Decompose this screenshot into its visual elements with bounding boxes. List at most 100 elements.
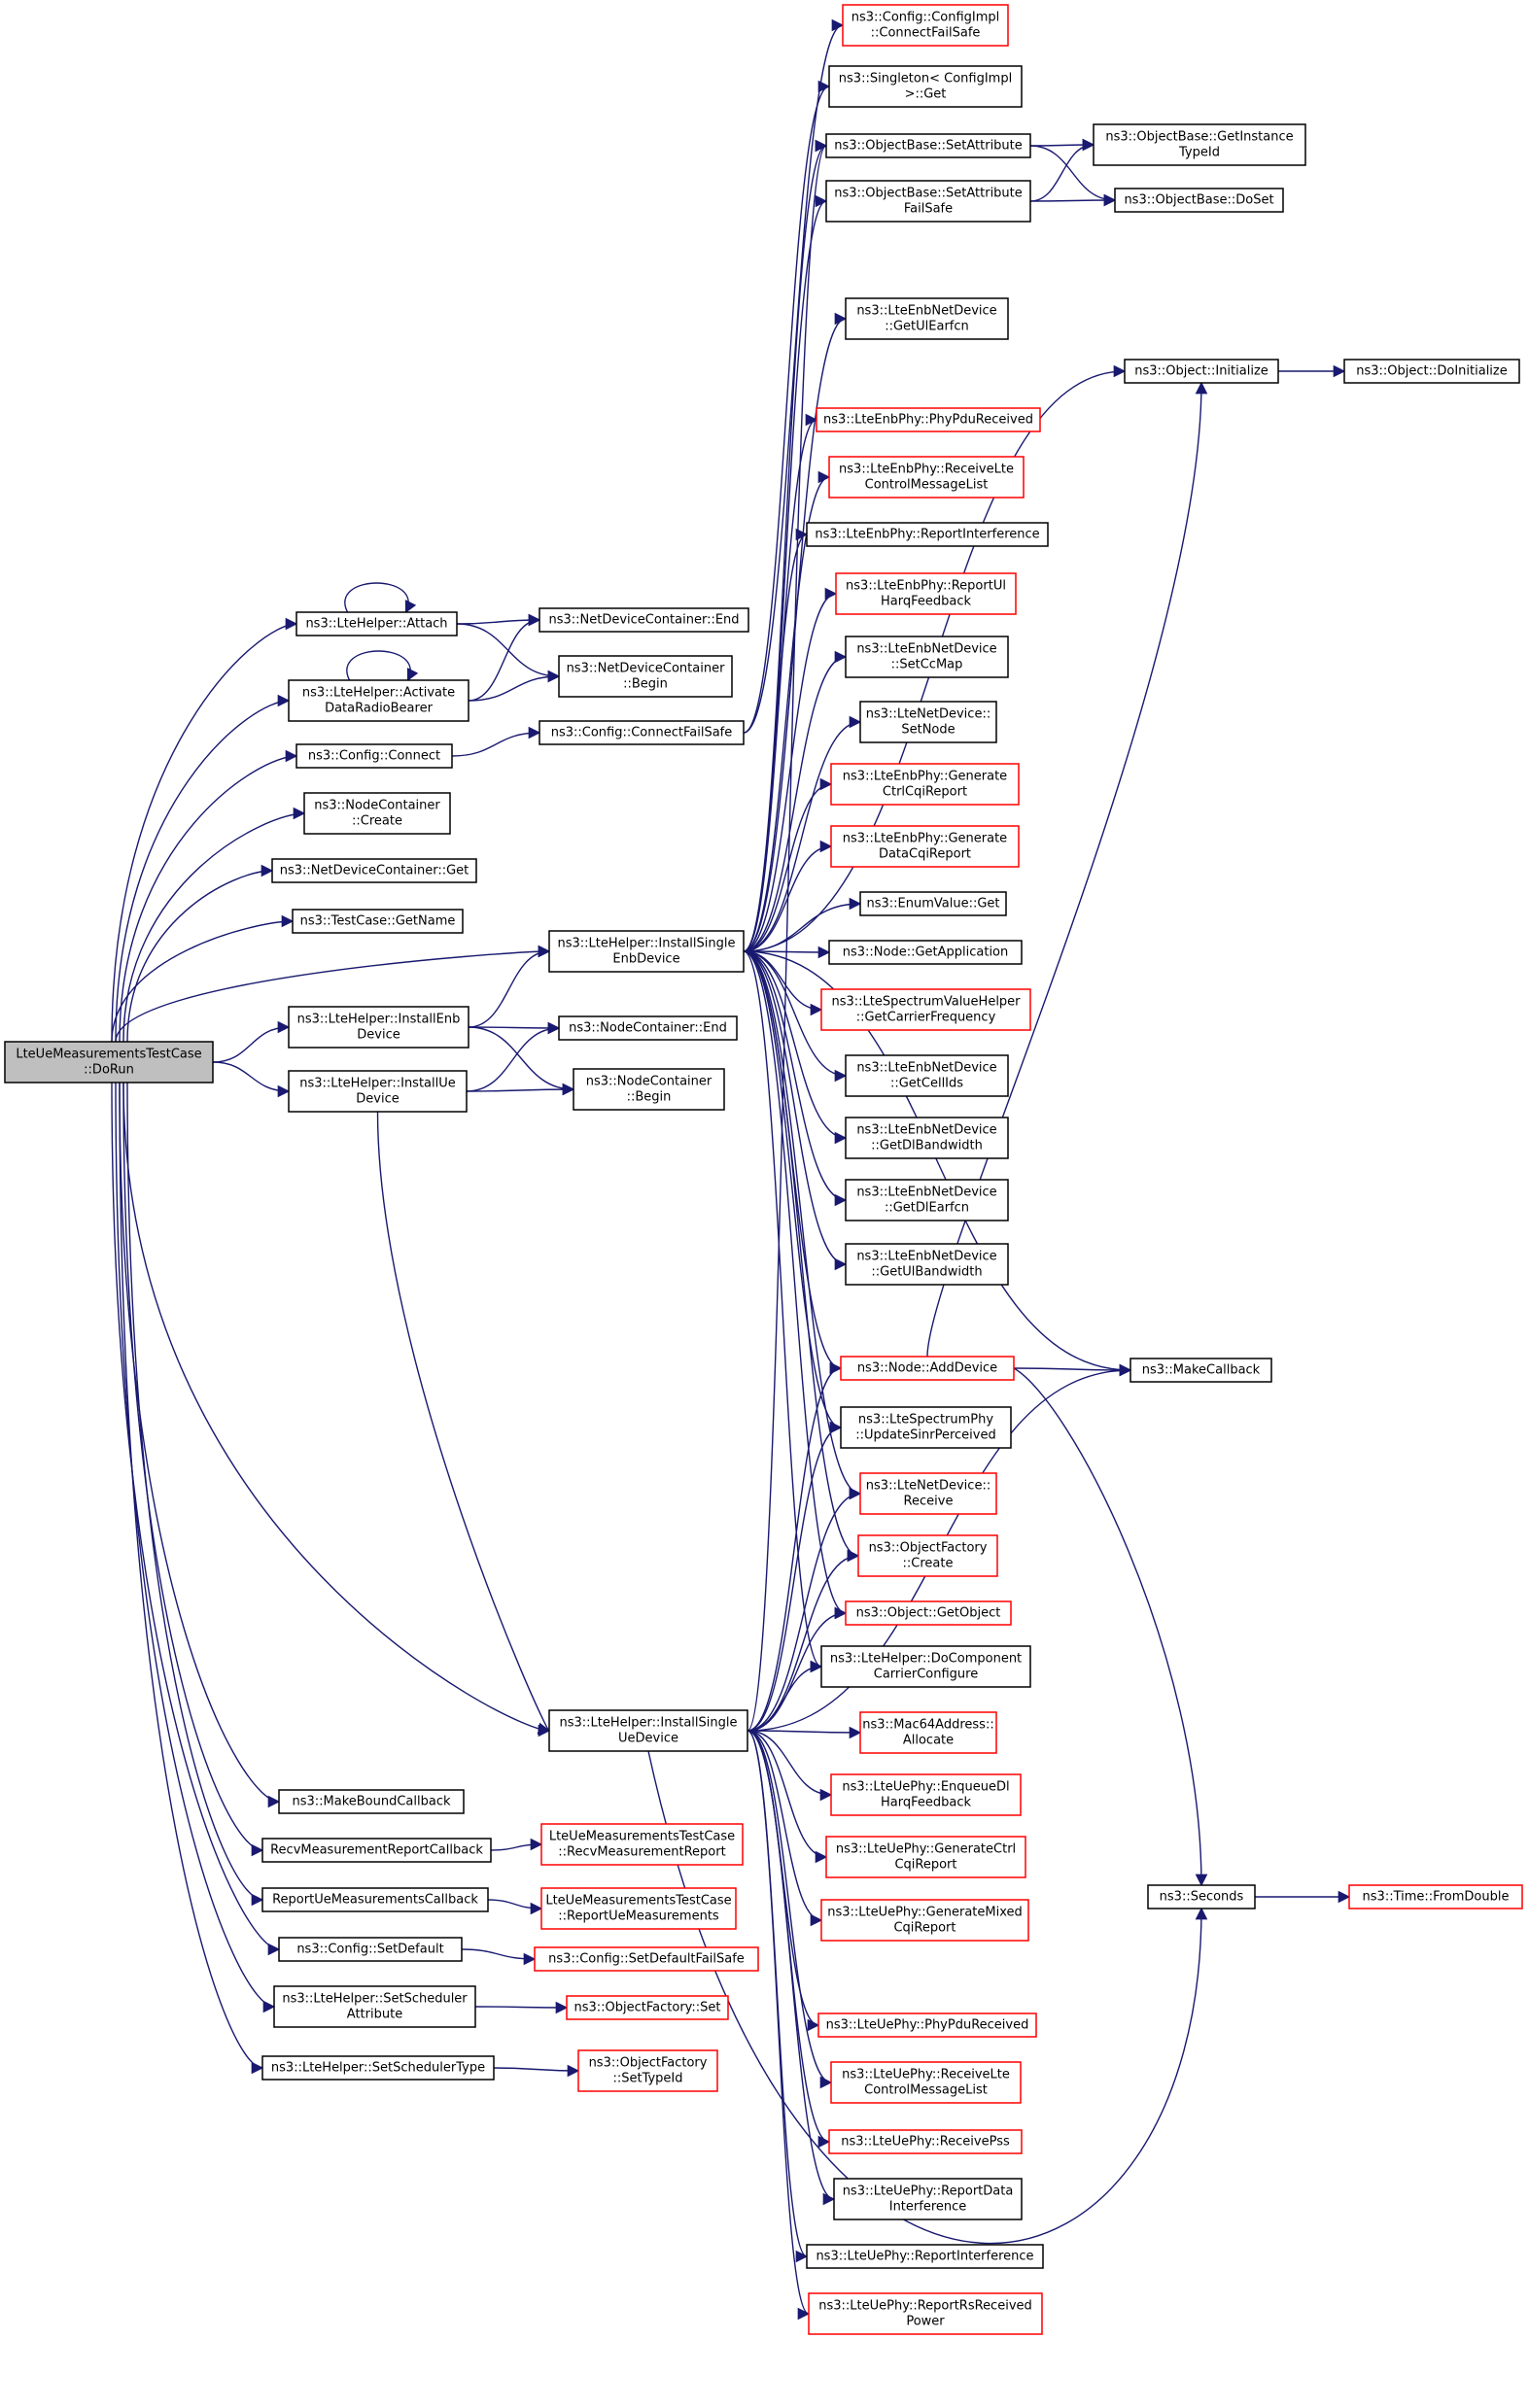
node-node-add-device[interactable]: ns3::Node::AddDevice	[840, 1356, 1015, 1381]
call-edge	[111, 914, 295, 1043]
node-enb-phy-pdu[interactable]: ns3::LteEnbPhy::PhyPduReceived	[816, 407, 1041, 432]
call-edge	[743, 950, 848, 1083]
node-report-cb[interactable]: ReportUeMeasurementsCallback	[261, 1887, 489, 1912]
call-edge	[474, 2001, 569, 2014]
node-box	[817, 2012, 1037, 2038]
call-edge	[743, 950, 823, 1673]
node-enb-get-dl-earfcn[interactable]: ns3::LteEnbNetDevice::GetDlEarfcn	[845, 1179, 1009, 1221]
call-edge	[743, 650, 848, 952]
node-mk-bound[interactable]: ns3::MakeBoundCallback	[278, 1789, 465, 1814]
node-ue-phy-recv-ctrl[interactable]: ns3::LteUePhy::ReceiveLteControlMessageL…	[830, 2061, 1022, 2104]
node-label: Allocate	[903, 1734, 954, 1748]
node-recv-cb[interactable]: RecvMeasurementReportCallback	[261, 1838, 492, 1863]
node-nc-begin[interactable]: ns3::NodeContainer::Begin	[573, 1068, 725, 1111]
node-ob-do-set[interactable]: ns3::ObjectBase::DoSet	[1114, 188, 1284, 213]
node-time-from-double[interactable]: ns3::Time::FromDouble	[1348, 1884, 1523, 1909]
node-set-sched-type[interactable]: ns3::LteHelper::SetSchedulerType	[261, 2055, 495, 2081]
node-ndc-begin[interactable]: ns3::NetDeviceContainer::Begin	[558, 655, 733, 698]
node-lnd-set-node[interactable]: ns3::LteNetDevice::SetNode	[859, 701, 997, 743]
node-ue-phy-report-int[interactable]: ns3::LteUePhy::ReportInterference	[806, 2244, 1044, 2269]
node-box	[1114, 188, 1284, 213]
node-enb-get-ul-bw[interactable]: ns3::LteEnbNetDevice::GetUlBandwidth	[845, 1243, 1009, 1286]
node-cfg-set-default-f-s[interactable]: ns3::Config::SetDefaultFailSafe	[534, 1946, 759, 1972]
node-obj-initialize[interactable]: ns3::Object::Initialize	[1124, 359, 1279, 384]
node-enum-get[interactable]: ns3::EnumValue::Get	[859, 891, 1007, 916]
node-label: ::GetCarrierFrequency	[856, 1011, 996, 1025]
node-enb-get-cell-ids[interactable]: ns3::LteEnbNetDevice::GetCellIds	[845, 1054, 1009, 1097]
node-box	[273, 1985, 476, 2028]
node-cfg-set-default[interactable]: ns3::Config::SetDefault	[278, 1937, 463, 1962]
node-attach[interactable]: ns3::LteHelper::Attach	[295, 611, 458, 636]
node-box	[539, 607, 749, 633]
node-label: ns3::LteEnbPhy::Generate	[843, 770, 1007, 784]
node-of-set-type-id[interactable]: ns3::ObjectFactory::SetTypeId	[577, 2049, 718, 2092]
node-box	[825, 133, 1031, 158]
node-lnd-receive[interactable]: ns3::LteNetDevice::Receive	[859, 1472, 997, 1515]
call-edge	[743, 587, 838, 952]
node-report-meas[interactable]: LteUeMeasurementsTestCase::ReportUeMeasu…	[540, 1887, 737, 1930]
node-cfg-impl-c-f-s[interactable]: ns3::Config::ConfigImpl::ConnectFailSafe	[842, 4, 1009, 47]
node-ue-phy-pdu[interactable]: ns3::LteUePhy::PhyPduReceived	[817, 2012, 1037, 2038]
node-seconds[interactable]: ns3::Seconds	[1147, 1884, 1256, 1909]
node-enb-phy-recv-ctrl[interactable]: ns3::LteEnbPhy::ReceiveLteControlMessage…	[828, 456, 1025, 499]
node-cfgconnect[interactable]: ns3::Config::Connect	[295, 743, 453, 769]
node-do-comp-carrier[interactable]: ns3::LteHelper::DoComponentCarrierConfig…	[820, 1645, 1031, 1688]
node-label: ns3::LteHelper::SetSchedulerType	[271, 2061, 485, 2076]
node-box	[835, 572, 1017, 615]
call-edge	[122, 1082, 551, 1737]
node-label: Device	[357, 1028, 400, 1043]
node-label: Interference	[889, 2200, 967, 2215]
node-box	[820, 1645, 1031, 1688]
node-nc-create[interactable]: ns3::NodeContainer::Create	[303, 792, 451, 835]
node-ue-phy-recv-pss[interactable]: ns3::LteUePhy::ReceivePss	[828, 2129, 1023, 2154]
node-mac64-alloc[interactable]: ns3::Mac64Address::Allocate	[859, 1711, 997, 1754]
node-root[interactable]: LteUeMeasurementsTestCase::DoRun	[4, 1041, 214, 1084]
node-cfg-connect-f-s[interactable]: ns3::Config::ConnectFailSafe	[539, 720, 745, 745]
node-label: ns3::LteHelper::InstallEnb	[297, 1013, 461, 1027]
node-enb-set-cc-map[interactable]: ns3::LteEnbNetDevice::SetCcMap	[845, 636, 1009, 678]
node-spec-phy-update[interactable]: ns3::LteSpectrumPhy::UpdateSinrPerceived	[840, 1406, 1012, 1449]
node-label: ns3::LteUePhy::GenerateMixed	[827, 1906, 1023, 1920]
node-of-create[interactable]: ns3::ObjectFactory::Create	[857, 1534, 998, 1577]
node-box	[845, 1243, 1009, 1286]
node-make-callback[interactable]: ns3::MakeCallback	[1129, 1358, 1272, 1383]
node-enb-get-ul-earfcn[interactable]: ns3::LteEnbNetDevice::GetUlEarfcn	[845, 297, 1009, 340]
node-obj-do-init[interactable]: ns3::Object::DoInitialize	[1343, 359, 1520, 384]
node-enb-phy-report-int[interactable]: ns3::LteEnbPhy::ReportInterference	[806, 522, 1049, 547]
node-nc-end[interactable]: ns3::NodeContainer::End	[558, 1015, 738, 1041]
node-label: TypeId	[1178, 146, 1220, 160]
node-label: ns3::Time::FromDouble	[1363, 1890, 1510, 1905]
node-box	[825, 1836, 1026, 1878]
node-obj-get-object[interactable]: ns3::Object::GetObject	[845, 1600, 1012, 1626]
node-label: ns3::LteHelper::DoComponent	[830, 1652, 1022, 1667]
node-recv-report[interactable]: LteUeMeasurementsTestCase::RecvMeasureme…	[540, 1823, 744, 1866]
call-edge	[493, 2064, 580, 2078]
node-box	[830, 825, 1020, 868]
node-spec-get-carrier[interactable]: ns3::LteSpectrumValueHelper::GetCarrierF…	[820, 988, 1031, 1031]
node-ob-set-attr[interactable]: ns3::ObjectBase::SetAttribute	[825, 133, 1031, 158]
node-tc-get-name[interactable]: ns3::TestCase::GetName	[292, 909, 464, 934]
node-ndc-end[interactable]: ns3::NetDeviceContainer::End	[539, 607, 749, 633]
node-of-set[interactable]: ns3::ObjectFactory::Set	[566, 1995, 729, 2020]
node-ndc-get[interactable]: ns3::NetDeviceContainer::Get	[271, 858, 477, 883]
node-box	[845, 297, 1009, 340]
node-node-get-app[interactable]: ns3::Node::GetApplication	[828, 940, 1023, 965]
node-singleton-get[interactable]: ns3::Singleton< ConfigImpl>::Get	[828, 65, 1023, 108]
node-enb-get-dl-bw[interactable]: ns3::LteEnbNetDevice::GetDlBandwidth	[845, 1117, 1009, 1159]
